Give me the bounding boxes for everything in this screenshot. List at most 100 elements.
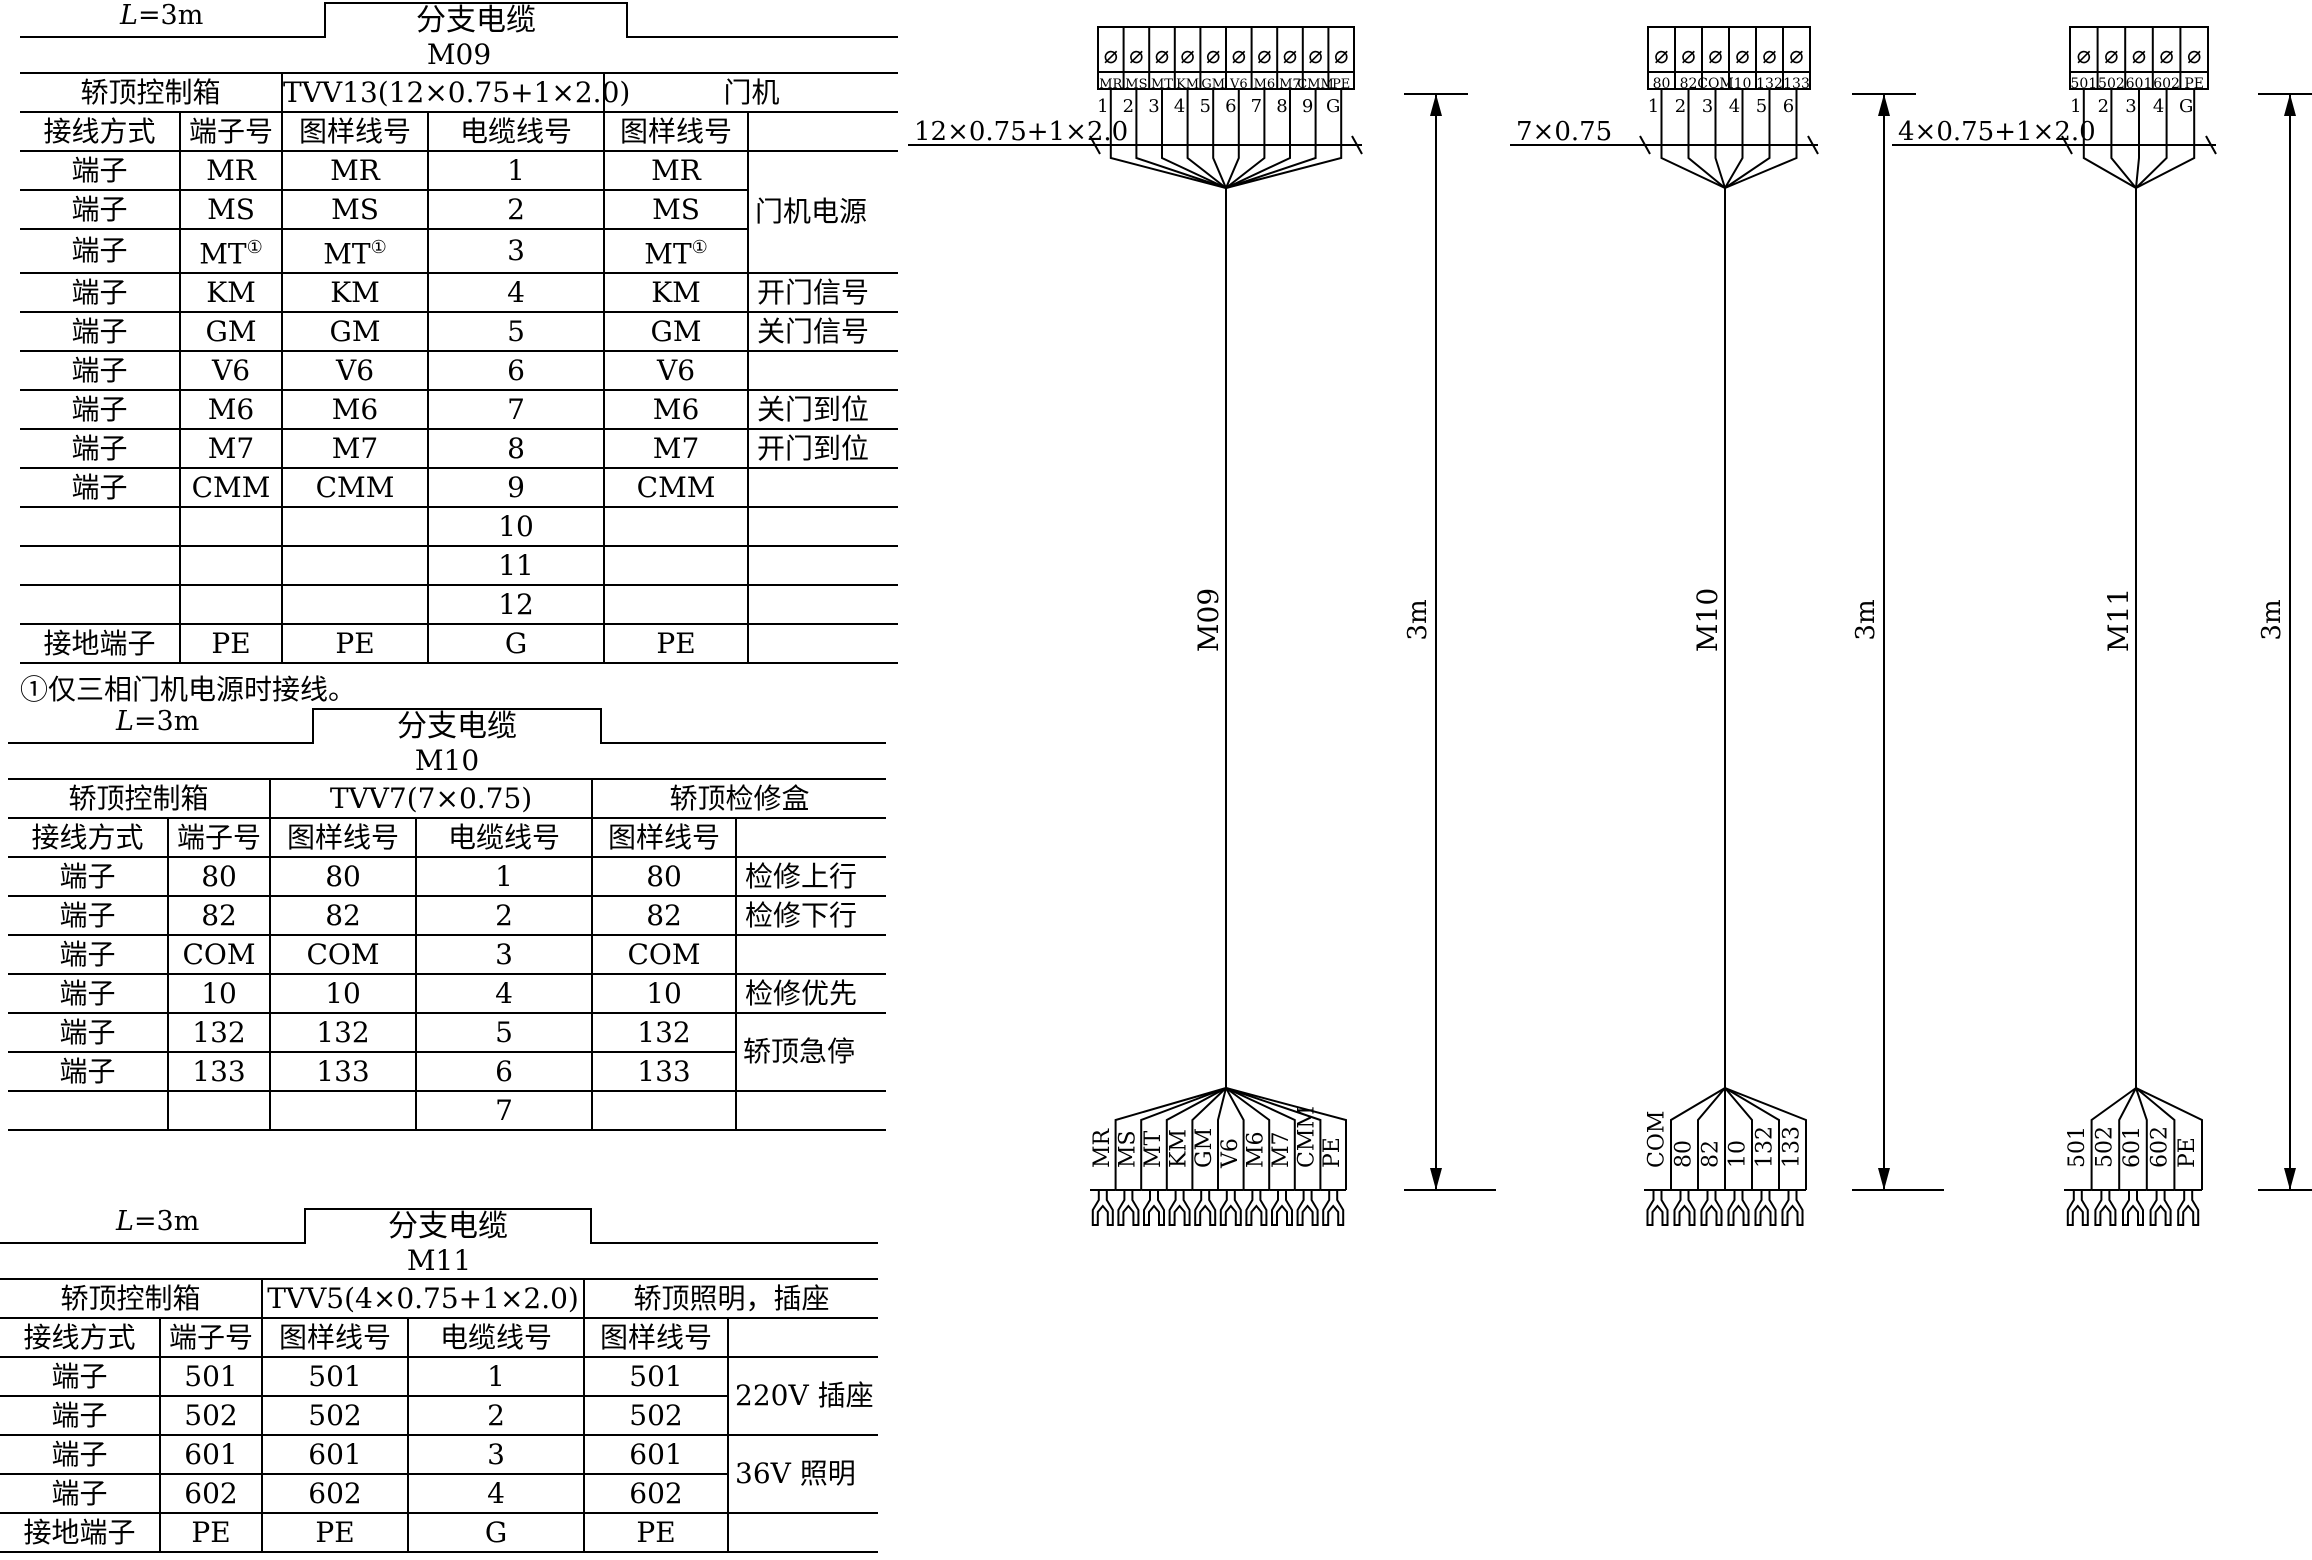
terminal-label: M7 bbox=[1279, 77, 1301, 92]
cell-method: 端子 bbox=[8, 856, 168, 897]
cell-drawing: 133 bbox=[269, 1052, 417, 1092]
cell-method: 端子 bbox=[0, 1396, 160, 1436]
fork-terminal-icon bbox=[1727, 1190, 1750, 1226]
screw-terminal-icon: ⌀ bbox=[1232, 41, 1246, 69]
wire-bottom bbox=[1165, 1087, 1227, 1190]
terminal-number: 9 bbox=[1302, 96, 1313, 117]
terminal-number: 3 bbox=[1702, 96, 1713, 117]
cable-label: M11 bbox=[2102, 588, 2135, 652]
screw-terminal-icon: ⌀ bbox=[1206, 41, 1220, 69]
cell-drawing: 132 bbox=[269, 1013, 417, 1053]
cell-drawing2: COM bbox=[591, 935, 737, 975]
cell-terminal: 10 bbox=[166, 974, 271, 1014]
m11-length-label: L=3m bbox=[116, 1206, 200, 1237]
screw-terminal-icon: ⌀ bbox=[2104, 41, 2118, 69]
terminal-block bbox=[1097, 26, 1355, 90]
terminal-label: 10 bbox=[1734, 76, 1752, 92]
fork-terminal-icon bbox=[1673, 1190, 1696, 1226]
screw-terminal-icon: ⌀ bbox=[1708, 41, 1722, 69]
wire-top bbox=[1225, 89, 1240, 189]
m10-column-header: 接线方式 端子号 图样线号 电缆线号 图样线号 bbox=[8, 818, 887, 858]
dim-arrow-bottom bbox=[1430, 1168, 1442, 1190]
dim-label: 3m bbox=[1403, 599, 1433, 640]
cell-method: 端子 bbox=[20, 273, 180, 314]
wire-bottom bbox=[2135, 1087, 2148, 1190]
cell-cable: 9 bbox=[427, 468, 605, 509]
m09-tab-title: 分支电缆 bbox=[324, 2, 628, 38]
fork-terminal-icon bbox=[1700, 1190, 1723, 1226]
terminal-label: MR bbox=[1099, 77, 1123, 92]
wire-top bbox=[1225, 89, 1291, 189]
table-row: 7 bbox=[8, 1091, 887, 1131]
tie-mark bbox=[2061, 135, 2217, 155]
cell-terminal: 82 bbox=[166, 896, 271, 936]
cell-method bbox=[8, 1091, 168, 1131]
terminal-label: 132 bbox=[1756, 76, 1783, 92]
terminal-number: 2 bbox=[2098, 96, 2109, 117]
cell-drawing2: 502 bbox=[583, 1396, 729, 1436]
cell-method: 端子 bbox=[8, 935, 168, 975]
cell-method: 端子 bbox=[20, 150, 180, 191]
cell-drawing2: CMM bbox=[603, 468, 749, 509]
screw-terminal-icon: ⌀ bbox=[1283, 41, 1297, 69]
screw-terminal-icon: ⌀ bbox=[2132, 41, 2146, 69]
cell-drawing2 bbox=[603, 546, 749, 587]
wire-end-label: CMM bbox=[1295, 1106, 1320, 1168]
cell-cable: 11 bbox=[427, 546, 605, 587]
cell-terminal: MS bbox=[178, 190, 283, 230]
m09-table: 轿顶控制箱 TVV13(12×0.75+1×2.0) 门机 接线方式 端子号 图… bbox=[20, 72, 899, 665]
m11-cable-spec: TVV5(4×0.75+1×2.0) bbox=[261, 1278, 585, 1319]
cell-terminal: PE bbox=[178, 624, 283, 665]
table-row: 11 bbox=[20, 546, 899, 587]
cell-terminal: 80 bbox=[166, 856, 271, 897]
cell-method bbox=[20, 507, 180, 548]
cell-cable: 10 bbox=[427, 507, 605, 548]
wire-end-label: 10 bbox=[1726, 1140, 1751, 1168]
cell-drawing2: MT① bbox=[603, 229, 749, 275]
cell-function: 220V 插座 bbox=[727, 1356, 879, 1436]
footnote-mark: ① bbox=[370, 237, 387, 258]
terminal-label: COM bbox=[1697, 76, 1734, 92]
cell-terminal: GM bbox=[178, 312, 283, 353]
wire-end-label: KM bbox=[1167, 1129, 1192, 1168]
cell-function: 检修下行 bbox=[735, 896, 887, 936]
wire-bottom bbox=[2135, 1087, 2176, 1190]
fork-terminal-icon bbox=[1754, 1190, 1777, 1226]
wire-top bbox=[2082, 89, 2137, 189]
cell-cable: 7 bbox=[415, 1091, 593, 1131]
fork-terminal-icon bbox=[1194, 1190, 1217, 1226]
footnote-mark: ① bbox=[246, 237, 263, 258]
cell-drawing2 bbox=[603, 507, 749, 548]
terminal-label: PE bbox=[2184, 76, 2204, 92]
cell-terminal: MR bbox=[178, 150, 283, 191]
cell-method: 接地端子 bbox=[0, 1513, 160, 1553]
m11-header: L=3m 分支电缆 M11 bbox=[0, 1206, 878, 1278]
cell-cable: 6 bbox=[427, 351, 605, 392]
cell-drawing2: V6 bbox=[603, 351, 749, 392]
cell-method: 端子 bbox=[8, 974, 168, 1014]
cell-cable: 8 bbox=[427, 429, 605, 470]
cell-cable: 1 bbox=[427, 150, 605, 191]
terminal-label: 602 bbox=[2153, 76, 2180, 92]
cell-drawing2: PE bbox=[583, 1513, 729, 1553]
screw-terminal-icon: ⌀ bbox=[1257, 41, 1271, 69]
screw-terminal-icon: ⌀ bbox=[1762, 41, 1776, 69]
cell-cable: 5 bbox=[427, 312, 605, 353]
col-terminal: 端子号 bbox=[178, 112, 283, 152]
m10-tab-title: 分支电缆 bbox=[312, 708, 602, 744]
m09-cable-id: M09 bbox=[426, 38, 492, 71]
fork-terminal-icon bbox=[1296, 1190, 1319, 1226]
wire-bottom bbox=[1225, 1087, 1245, 1190]
wire-end-label: 80 bbox=[1672, 1140, 1697, 1168]
cell-drawing: 601 bbox=[261, 1435, 409, 1475]
screw-terminal-icon: ⌀ bbox=[1180, 41, 1194, 69]
terminal-number: 8 bbox=[1276, 96, 1287, 117]
terminal-number: 5 bbox=[1756, 96, 1767, 117]
screw-terminal-icon: ⌀ bbox=[2159, 41, 2173, 69]
cell-drawing2: 80 bbox=[591, 856, 737, 897]
